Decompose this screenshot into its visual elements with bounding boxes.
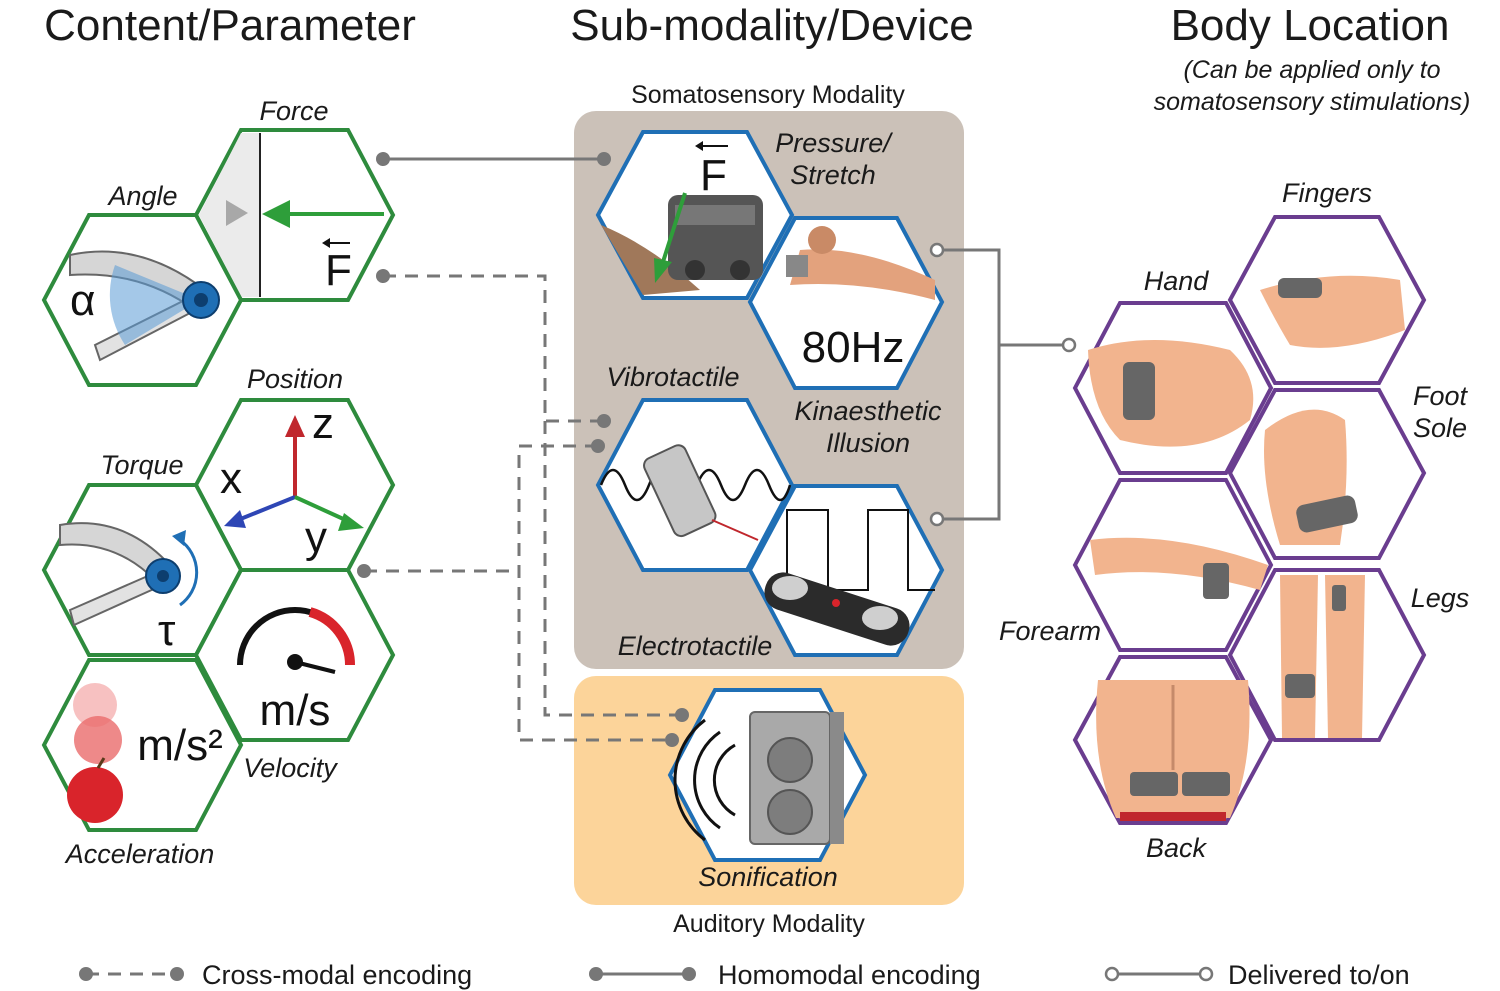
header-body-note-1: (Can be applied only to [1183, 56, 1440, 84]
label-pressure-1: Pressure/ [775, 128, 893, 158]
connectors [364, 157, 1069, 742]
hex-acceleration: m/s² [41, 658, 244, 832]
acceleration-unit: m/s² [137, 721, 223, 770]
hex-velocity: m/s [193, 568, 396, 742]
axis-x: x [220, 454, 242, 503]
pressure-force-symbol: F [700, 151, 727, 200]
label-torque: Torque [100, 450, 183, 480]
hex-back [1072, 655, 1274, 825]
label-foot-1: Foot [1413, 381, 1469, 411]
hex-force: F [193, 128, 396, 302]
force-symbol: F [325, 246, 352, 295]
legend-homomodal: Homomodal encoding [589, 960, 981, 990]
label-back: Back [1146, 833, 1208, 863]
legend-cross-modal-label: Cross-modal encoding [202, 960, 472, 990]
label-hand: Hand [1144, 266, 1210, 296]
label-sonification: Sonification [698, 862, 838, 892]
legend-homomodal-label: Homomodal encoding [718, 960, 981, 990]
somatosensory-title: Somatosensory Modality [631, 81, 905, 109]
connector-dots [357, 152, 1077, 747]
hex-fingers [1227, 215, 1427, 385]
label-acceleration: Acceleration [64, 839, 215, 869]
label-force: Force [259, 96, 328, 126]
header-content: Content/Parameter [44, 1, 416, 50]
hex-legs [1227, 568, 1427, 742]
hex-foot-sole [1227, 388, 1427, 560]
header-device: Sub-modality/Device [570, 1, 974, 50]
header-body-note-2: somatosensory stimulations) [1154, 88, 1471, 116]
legend-cross-modal: Cross-modal encoding [79, 960, 472, 990]
label-pressure-2: Stretch [790, 160, 876, 190]
legend-delivered-label: Delivered to/on [1228, 960, 1410, 990]
hex-forearm [1072, 478, 1274, 652]
alpha-symbol: α [70, 276, 95, 325]
hex-pressure-stretch: F [595, 130, 795, 300]
tau-symbol: τ [158, 606, 176, 655]
label-angle: Angle [106, 181, 177, 211]
hex-torque: τ [41, 483, 244, 657]
label-kinaesthetic-1: Kinaesthetic [794, 396, 942, 426]
legend-delivered: Delivered to/on [1104, 960, 1410, 990]
label-foot-2: Sole [1413, 413, 1467, 443]
label-electrotactile: Electrotactile [618, 631, 773, 661]
hex-sonification [667, 688, 868, 862]
frequency-label: 80Hz [802, 323, 905, 372]
hex-vibrotactile [595, 398, 795, 572]
hex-kinaesthetic: 80Hz [747, 216, 945, 390]
header-body: Body Location [1171, 1, 1450, 50]
auditory-title: Auditory Modality [673, 910, 865, 938]
velocity-unit: m/s [260, 686, 331, 735]
label-forearm: Forearm [999, 616, 1101, 646]
label-velocity: Velocity [243, 753, 338, 783]
hex-electrotactile [747, 484, 945, 657]
label-position: Position [247, 364, 343, 394]
hex-angle: α [41, 213, 244, 387]
axis-y: y [305, 513, 327, 562]
label-legs: Legs [1411, 583, 1470, 613]
label-fingers: Fingers [1282, 178, 1372, 208]
label-kinaesthetic-2: Illusion [826, 428, 910, 458]
axis-z: z [312, 399, 334, 448]
label-vibrotactile: Vibrotactile [606, 362, 739, 392]
hex-hand [1072, 301, 1274, 475]
